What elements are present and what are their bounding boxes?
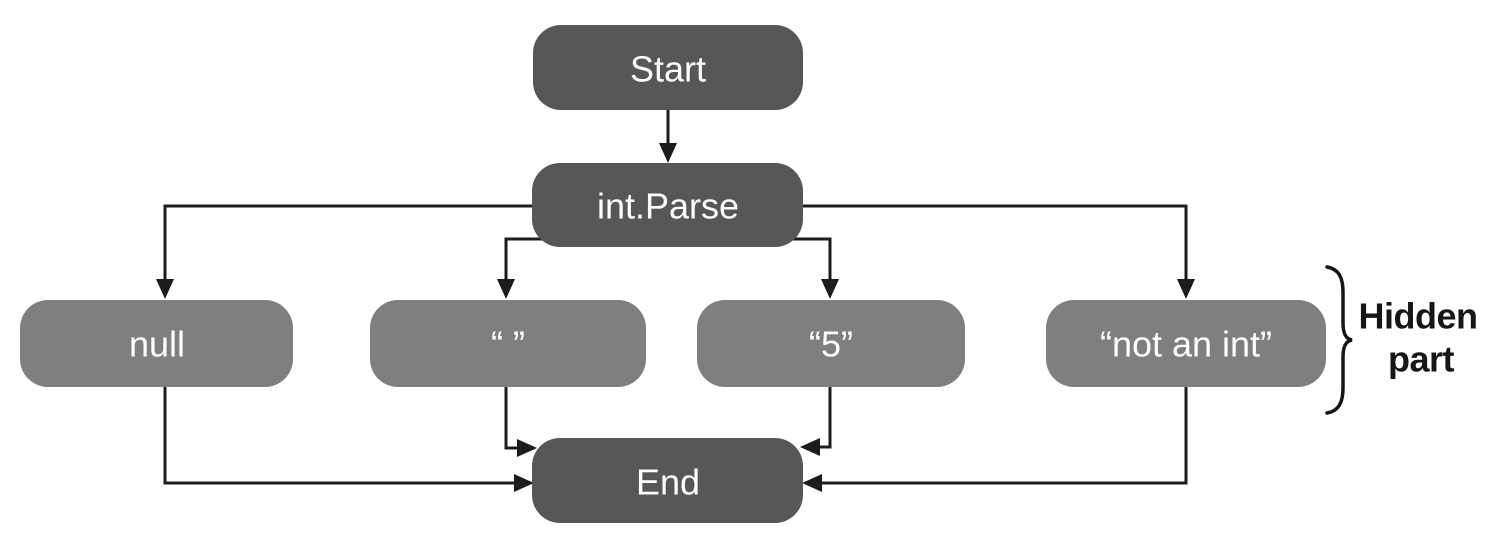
arrowhead-right-icon [517,439,537,457]
edge-intparse-to-emptystring [497,237,562,299]
arrowhead-down-icon [497,279,515,299]
edge-intparse-to-null [156,204,533,299]
arrowhead-left-icon [800,438,820,456]
edge-start-to-intparse [659,110,677,163]
node-notanint: “not an int” [1046,300,1326,387]
hidden-part-label-line2: part [1388,339,1455,380]
node-five: “5” [697,300,965,387]
edge-line [819,386,1188,485]
edge-intparse-to-notanint [803,204,1195,299]
node-emptystring-label: “ ” [491,324,525,365]
node-notanint-label: “not an int” [1100,324,1272,365]
node-five-box [697,300,965,387]
arrowhead-down-icon [659,143,677,163]
node-intparse: int.Parse [532,163,803,247]
node-start-box [533,25,803,110]
arrowhead-down-icon [821,279,839,299]
node-emptystring-box [370,300,646,387]
node-five-label: “5” [809,324,853,365]
edge-null-to-end [163,386,534,492]
edge-line [803,204,1188,282]
node-null-box [20,300,293,387]
edge-line [817,386,832,449]
edge-line [163,204,533,282]
node-start-label: Start [630,49,706,90]
edges [156,110,1195,492]
nodes: Start int.Parse null “ ” “5” “not an int… [20,25,1326,523]
arrowhead-left-icon [802,474,822,492]
edge-line [163,386,517,485]
node-start: Start [533,25,803,110]
node-notanint-box [1046,300,1326,387]
edge-emptystring-to-end [504,386,537,457]
node-intparse-box [532,163,803,247]
node-null: null [20,300,293,387]
node-emptystring: “ ” [370,300,646,387]
edge-line [504,386,520,450]
edge-notanint-to-end [802,386,1188,492]
curly-brace-icon [1325,265,1353,415]
edge-five-to-end [800,386,832,456]
node-intparse-label: int.Parse [597,186,739,227]
edge-intparse-to-five [773,237,839,299]
hidden-part-annotation: Hidden part [1325,265,1478,415]
hidden-part-label-line1: Hidden [1359,296,1478,337]
node-end-box [532,438,803,523]
node-end-label: End [636,462,700,503]
arrowhead-down-icon [156,279,174,299]
arrowhead-right-icon [514,474,534,492]
arrowhead-down-icon [1177,279,1195,299]
node-end: End [532,438,803,523]
node-null-label: null [129,324,185,365]
